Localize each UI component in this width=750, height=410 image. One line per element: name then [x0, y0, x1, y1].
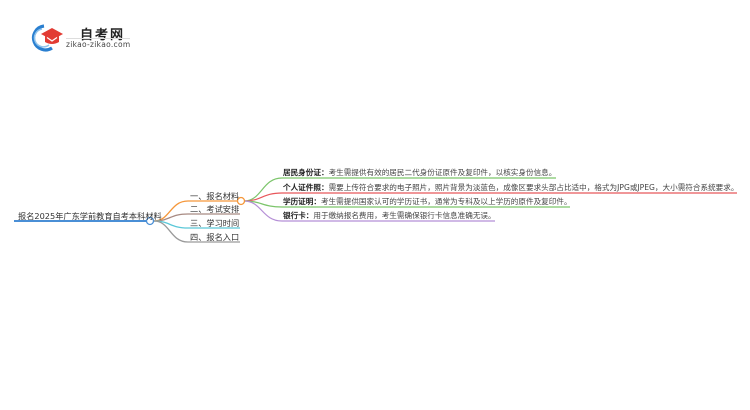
- leaf-sep: ：: [313, 197, 321, 206]
- branch-registration-portal: 四、报名入口: [190, 232, 240, 242]
- leaf-desc: 用于缴纳报名费用，考生需确保银行卡信息准确无误。: [313, 211, 496, 220]
- leaf-sep: ：: [320, 183, 329, 192]
- leaf-desc: 考生需提供有效的居民二代身份证原件及复印件，以核实身份信息。: [328, 168, 557, 177]
- leaf-education-proof: 学历证明：考生需提供国家认可的学历证书，通常为专科及以上学历的原件及复印件。: [283, 197, 572, 207]
- branch-materials: 一、报名材料: [190, 191, 240, 201]
- branch-study-time: 三、学习时间: [190, 218, 240, 228]
- branch-exam-schedule: 二、考试安排: [190, 204, 240, 214]
- leaf-bank-card: 银行卡：用于缴纳报名费用，考生需确保银行卡信息准确无误。: [283, 211, 496, 221]
- leaf-sep: ：: [320, 168, 329, 177]
- leaf-desc: 考生需提供国家认可的学历证书，通常为专科及以上学历的原件及复印件。: [320, 197, 572, 206]
- logo: [30, 22, 170, 52]
- branch-node-circle: [236, 196, 246, 206]
- logo-title: 自考网: [80, 28, 126, 43]
- leaf-desc: 需要上传符合要求的电子照片，照片背景为淡蓝色，成像区要求头部占比适中，格式为JP…: [328, 183, 739, 192]
- leaf-term: 银行卡: [283, 211, 306, 220]
- leaf-photo: 个人证件照：需要上传符合要求的电子照片，照片背景为淡蓝色，成像区要求头部占比适中…: [283, 183, 738, 193]
- leaf-sep: ：: [305, 211, 314, 220]
- graduation-cap-icon: [31, 24, 63, 52]
- root-node-circle: [145, 216, 155, 226]
- leaf-line-4: [243, 200, 495, 222]
- logo-url: zikao-zikao.com: [66, 40, 131, 49]
- leaf-term: 居民身份证: [283, 168, 321, 177]
- leaf-term: 学历证明: [283, 197, 314, 206]
- branch-line-4: [153, 220, 240, 243]
- logo-divider: [66, 38, 130, 39]
- leaf-id-card: 居民身份证：考生需提供有效的居民二代身份证原件及复印件，以核实身份信息。: [283, 168, 556, 178]
- leaf-term: 个人证件照: [283, 183, 321, 192]
- mindmap-root: 报名2025年广东学前教育自考本科材料: [18, 211, 162, 221]
